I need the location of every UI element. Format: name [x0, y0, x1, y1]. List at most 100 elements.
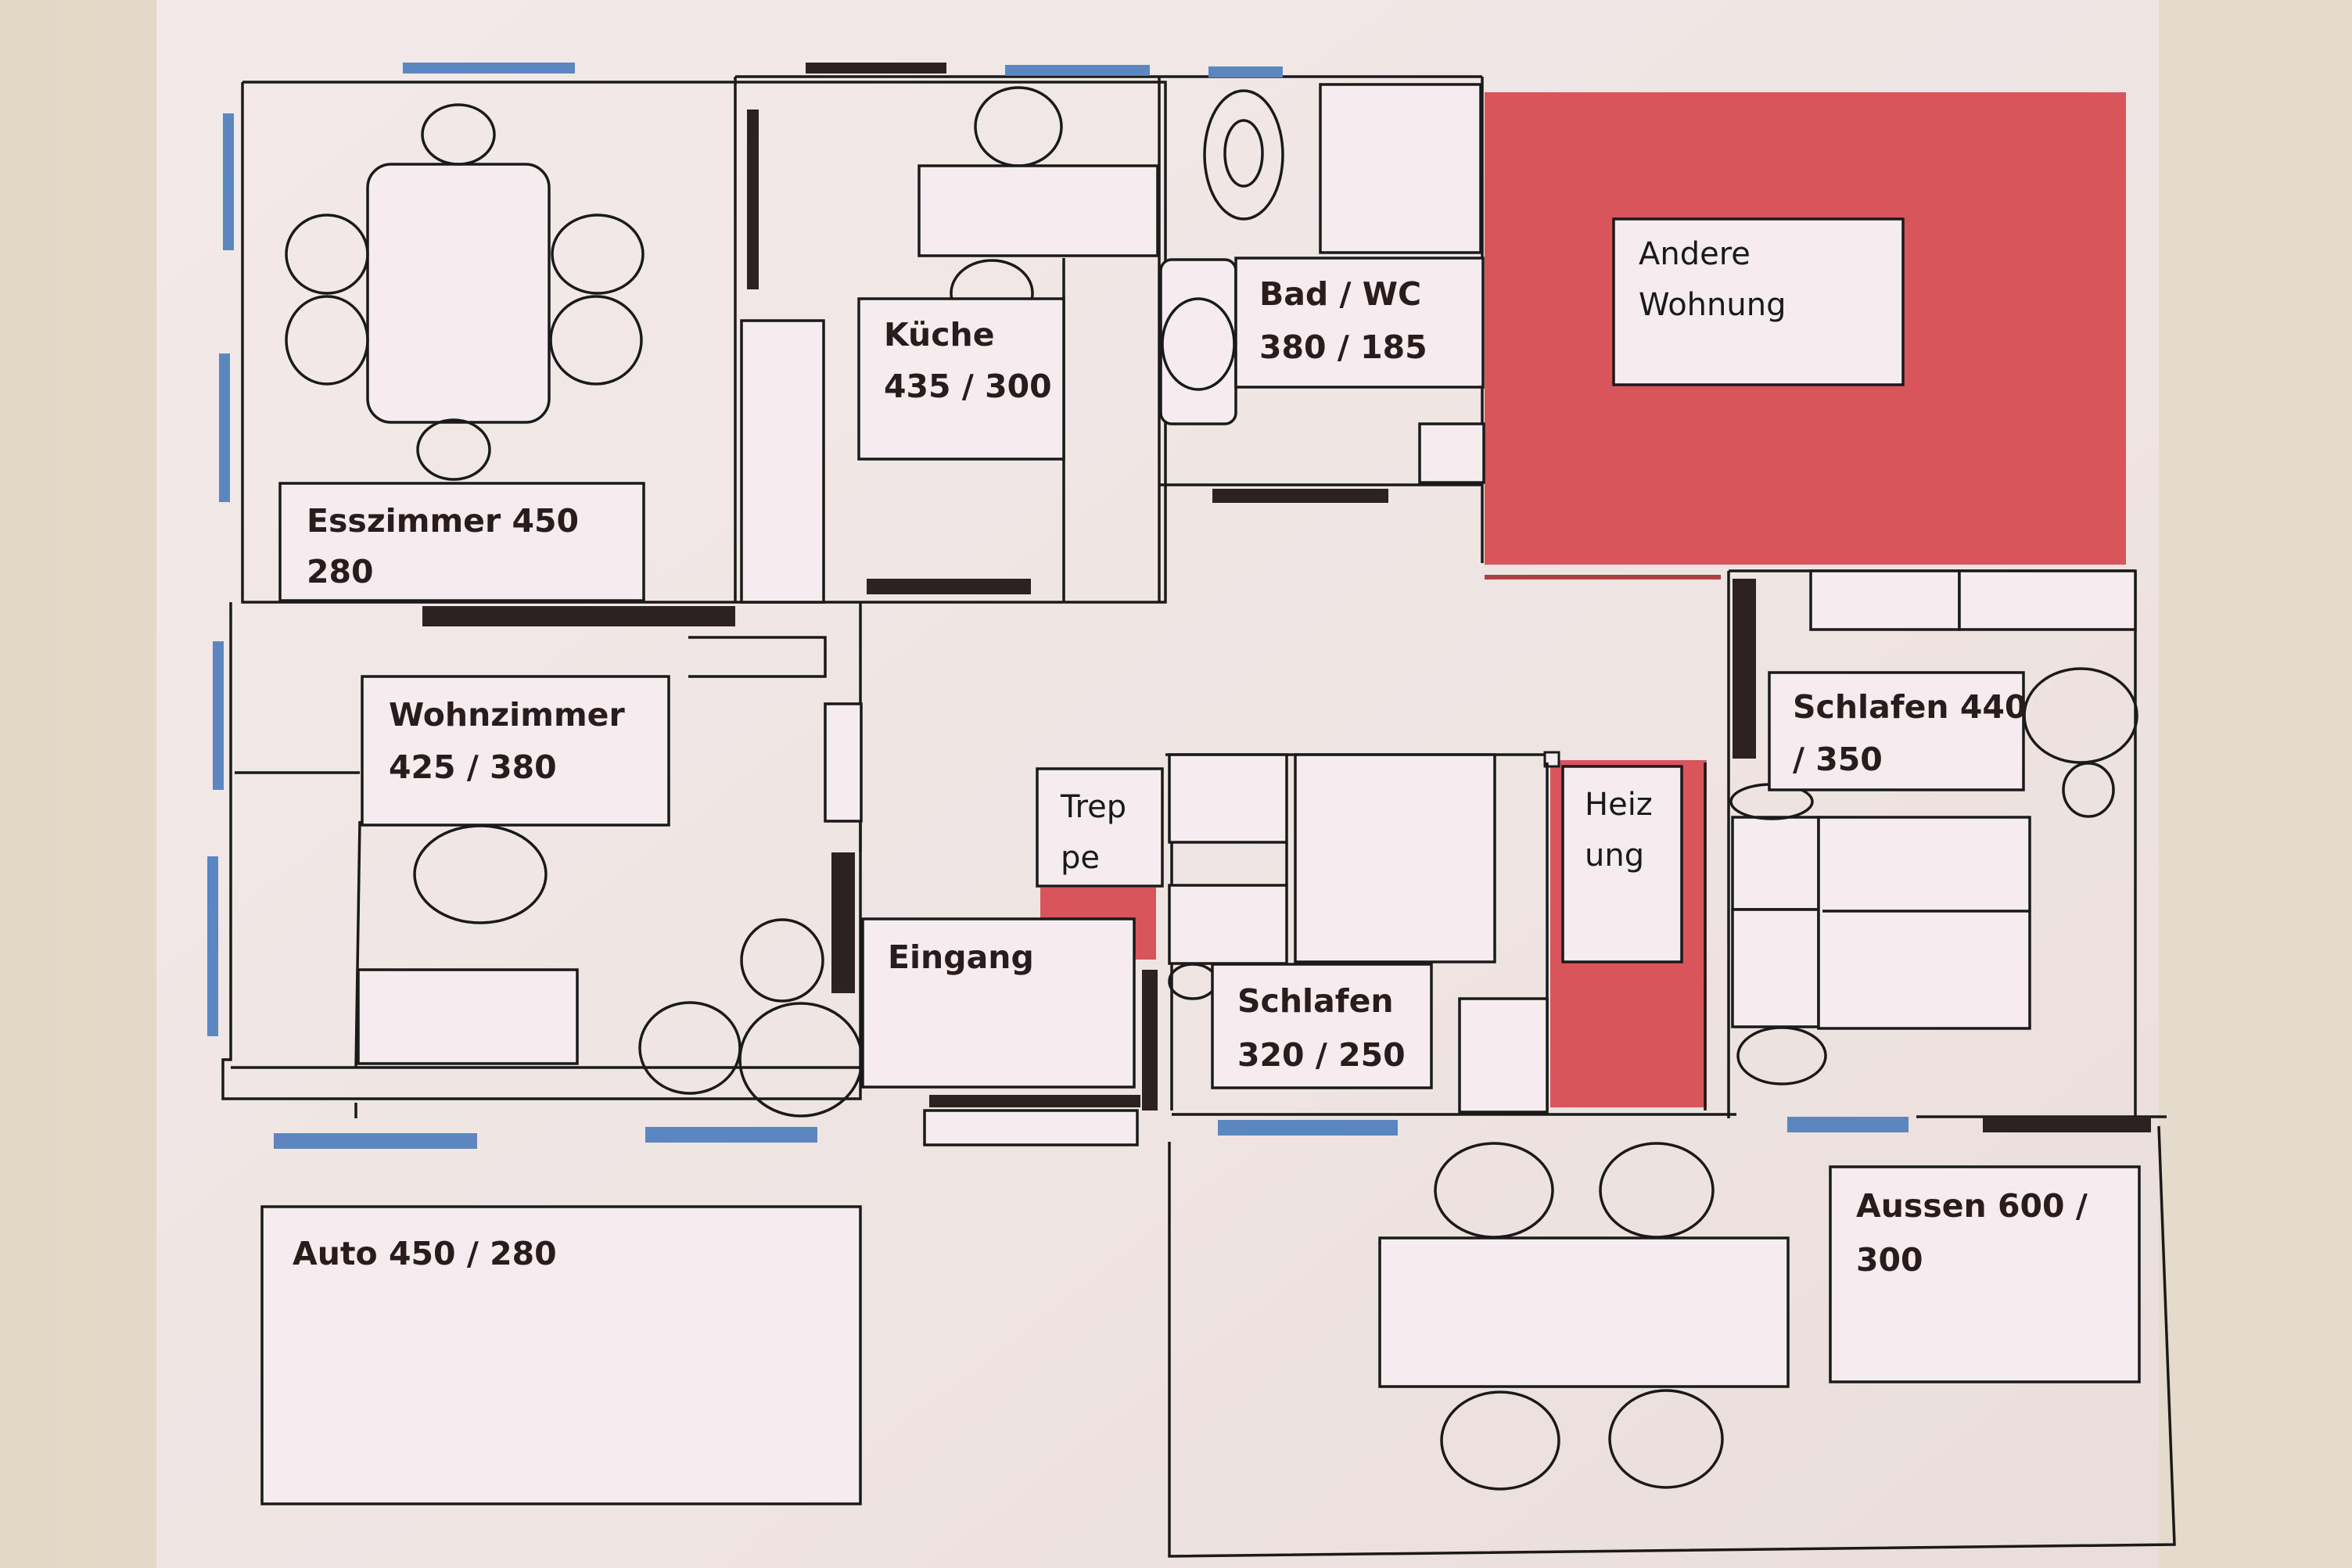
- door: [1733, 579, 1756, 759]
- label-box: [1561, 765, 1683, 963]
- dining-furniture: [285, 103, 645, 481]
- door: [831, 852, 855, 993]
- chair: [551, 213, 645, 295]
- mid-bedroom-furniture: [1168, 753, 1549, 1114]
- room-name: Wohnzimmer: [389, 696, 625, 734]
- toilet: [1203, 89, 1284, 221]
- plant-pot: [740, 918, 824, 1003]
- label-box: [1829, 1165, 2141, 1383]
- window: [1208, 66, 1283, 77]
- wall-upper-left-block: [241, 81, 1167, 604]
- label-box: [861, 917, 1136, 1089]
- label-box: [361, 675, 670, 827]
- bath-furniture: [1159, 83, 1485, 484]
- room-name-continued: Wohnung: [1639, 287, 1786, 323]
- windows: [207, 63, 1909, 1149]
- label-box: [1612, 217, 1905, 386]
- window: [1005, 65, 1150, 76]
- window: [223, 113, 234, 250]
- chair: [285, 295, 369, 386]
- wardrobe: [1168, 753, 1288, 844]
- dining-table: [366, 163, 551, 424]
- label-andere-wohnung: Andere Wohnung: [1612, 217, 1905, 386]
- door: [806, 63, 946, 74]
- label-schlafen-right: Schlafen 440 / 350: [1768, 671, 2027, 791]
- window: [1787, 1117, 1909, 1132]
- room-name-continued: pe: [1061, 840, 1100, 876]
- room-name: Schlafen: [1237, 982, 1394, 1020]
- room-name: Schlafen 440: [1793, 688, 2027, 726]
- chair: [421, 103, 496, 166]
- window: [1218, 1120, 1398, 1136]
- label-box: [1768, 671, 2025, 791]
- chair: [416, 418, 491, 481]
- label-treppe: Trep pe: [1036, 767, 1164, 888]
- window: [219, 353, 230, 502]
- door: [747, 109, 759, 289]
- living-inner-wall: [354, 820, 361, 1068]
- terrace-furniture: [1378, 1142, 1790, 1491]
- terrace-table: [1378, 1236, 1790, 1388]
- door: [1983, 1117, 2151, 1132]
- double-bed: [1817, 816, 2031, 1030]
- room-dimension: / 350: [1793, 741, 1883, 778]
- room-name: Bad / WC: [1259, 275, 1421, 313]
- pouf: [1736, 1026, 1827, 1085]
- kitchen-counter: [917, 164, 1159, 257]
- entrance-step: [923, 1109, 1139, 1146]
- room-dimension: 280: [307, 553, 374, 590]
- right-bedroom-furniture: [1729, 569, 2138, 1085]
- terrace-outline: [1168, 1125, 2176, 1558]
- room-name: Heiz: [1585, 787, 1653, 823]
- sink: [1161, 297, 1236, 391]
- room-dimension: 300: [1856, 1241, 1923, 1279]
- shower: [1319, 83, 1482, 254]
- garage-outline: [260, 1205, 862, 1505]
- label-eingang: Eingang: [861, 917, 1136, 1089]
- door: [1142, 970, 1158, 1111]
- doors: [422, 63, 2151, 1132]
- shelf: [1958, 569, 2137, 631]
- label-heizung: Heiz ung: [1561, 765, 1683, 963]
- chair: [549, 295, 643, 386]
- door: [1212, 489, 1388, 503]
- door: [929, 1095, 1140, 1107]
- closet-top: [688, 636, 827, 678]
- chair: [1608, 1389, 1724, 1489]
- room-dimension: 380 / 185: [1259, 328, 1427, 366]
- room-name: Küche: [884, 316, 995, 353]
- toilet-bowl: [1223, 119, 1264, 188]
- room-name-continued: ung: [1585, 838, 1644, 874]
- label-box: [278, 482, 645, 602]
- label-box: [1234, 257, 1485, 389]
- room-name: Auto 450 / 280: [293, 1235, 557, 1272]
- window: [207, 856, 218, 1036]
- room-name: Andere: [1639, 236, 1751, 272]
- bed-side: [1731, 908, 1820, 1028]
- sofa: [357, 968, 579, 1065]
- bathtub: [1159, 258, 1237, 425]
- window: [645, 1127, 817, 1143]
- wardrobe: [1168, 884, 1288, 965]
- nightstand: [1458, 997, 1549, 1114]
- room-dimension: 435 / 300: [884, 368, 1052, 405]
- bed-side: [1731, 816, 1820, 911]
- room-dimension: 320 / 250: [1237, 1036, 1406, 1074]
- shelf: [1809, 569, 1961, 631]
- label-schlafen-mid: Schlafen 320 / 250: [1211, 963, 1433, 1089]
- window: [403, 63, 575, 74]
- room-name: Trep: [1060, 789, 1126, 825]
- label-box: [857, 297, 1065, 461]
- closet-hall: [824, 702, 863, 823]
- window: [274, 1133, 477, 1149]
- label-box: [1211, 963, 1433, 1089]
- label-wohnzimmer: Wohnzimmer 425 / 380: [361, 675, 670, 827]
- kitchen-furniture: [740, 86, 1159, 604]
- window: [213, 641, 224, 790]
- stool: [2062, 762, 2115, 818]
- room-name: Aussen 600 /: [1856, 1187, 2088, 1225]
- label-aussen: Aussen 600 / 300: [1829, 1165, 2141, 1383]
- door: [422, 606, 735, 626]
